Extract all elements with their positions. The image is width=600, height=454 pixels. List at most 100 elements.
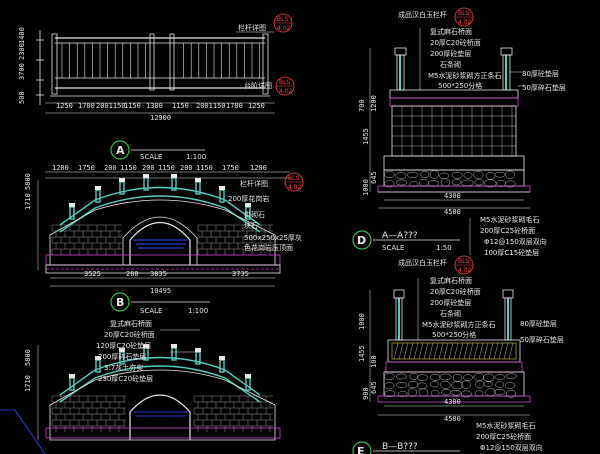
e-bottom-dim-1: 4300 <box>444 398 461 406</box>
hatch-line <box>428 342 434 360</box>
e-right-label-2: 200厚C25砼桥面 <box>476 432 531 441</box>
rubble-stone <box>483 373 495 382</box>
mid-bottom-dim-3: 3035 <box>150 270 167 278</box>
rubble-stone <box>474 179 485 186</box>
e-label-railing: 成品汉白玉栏杆 <box>398 258 447 267</box>
d-left-dim-3: 1455 <box>362 128 370 145</box>
railing-post <box>95 189 101 203</box>
e-left-dim-2: 1455 <box>358 345 366 362</box>
post-cap <box>95 186 101 190</box>
svg-text:1:50: 1:50 <box>436 244 452 252</box>
e-right-label-1: M5水泥砂浆砌毛石 <box>476 421 536 430</box>
hatch-line <box>468 342 474 360</box>
e-left-dim-4: 900 <box>362 387 370 400</box>
rubble-stone <box>429 170 439 179</box>
d-label-5: M5水泥砂浆砌方正条石 <box>428 71 502 80</box>
rubble-stone <box>417 374 428 381</box>
mid-top-dim-4: 1150 <box>120 164 137 172</box>
elevation-mid-brickwork <box>51 224 273 255</box>
rubble-stone <box>461 380 471 389</box>
svg-text:1:100: 1:100 <box>186 153 206 161</box>
rubble-stone <box>418 388 429 397</box>
d-label-3: 200厚砼垫层 <box>430 49 471 58</box>
rubble-stone <box>398 391 408 397</box>
e-label-1: 复式麻石桥面 <box>430 276 472 285</box>
rubble-stone <box>407 171 419 178</box>
rubble-stone <box>395 179 408 186</box>
mid-top-dim-5: 200 <box>142 164 155 172</box>
tag-d: BLS 4.02 <box>454 7 474 27</box>
rubble-stone <box>439 373 452 381</box>
d-label-4: 石条砌 <box>440 60 461 69</box>
rubble-stone <box>505 373 517 380</box>
d-label-2: 20厚C20砼桥面 <box>430 38 481 47</box>
rubble-stone <box>494 171 506 178</box>
svg-text:SCALE: SCALE <box>140 153 162 161</box>
railing-post <box>95 359 101 373</box>
rubble-stone <box>430 389 440 397</box>
svg-text:D: D <box>357 234 366 247</box>
post-cap <box>69 203 75 207</box>
e-label-3: 200厚砼垫层 <box>430 298 471 307</box>
hatch-line <box>473 342 479 360</box>
railing-post <box>69 377 75 391</box>
e-label-8: 50厚碎石垫层 <box>520 335 564 344</box>
svg-text:A—A???: A—A??? <box>382 231 418 241</box>
d-label-1: 复式麻石桥面 <box>430 27 472 36</box>
d-left-dim-4: 1000 <box>362 179 370 196</box>
post-cap <box>95 356 101 360</box>
top-bottom-dim-2: 1700 <box>78 102 95 110</box>
rubble-stone <box>440 178 451 187</box>
hatch-line <box>448 342 454 360</box>
mid-bottom-dim-1: 3525 <box>84 270 101 278</box>
top-left-dim-2: 2300 <box>18 43 26 60</box>
mid-top-dim-2: 1750 <box>78 164 95 172</box>
section-bubble-e: E B—B??? <box>352 441 460 454</box>
bot-label-4: 200厚碎石垫层 <box>98 352 146 361</box>
mid-top-dim-10: 1200 <box>250 164 267 172</box>
top-bottom-dim-8: 1700 <box>226 102 243 110</box>
hatch-line <box>403 342 409 360</box>
top-bottom-dim-6: 1150 <box>172 102 189 110</box>
section-bubble-a: A SCALE 1:100 <box>110 140 206 161</box>
rubble-stone <box>384 372 395 381</box>
mid-top-dim-1: 1200 <box>52 164 69 172</box>
svg-text:4.02: 4.02 <box>279 88 293 95</box>
post-cap <box>171 174 177 178</box>
rubble-stone <box>384 390 396 397</box>
elevation-top-balusters <box>61 43 260 78</box>
post-cap <box>119 348 125 352</box>
rubble-stone <box>409 181 419 187</box>
rubble-stone <box>417 382 428 390</box>
railing-post <box>245 377 251 391</box>
mid-top-dim-3: 200 <box>104 164 117 172</box>
post-cap <box>143 344 149 348</box>
rubble-stone <box>452 374 463 382</box>
rubble-stone <box>485 172 496 180</box>
post-cap <box>245 374 251 378</box>
d-right-label-2: 200厚C25砼桥面 <box>480 226 535 235</box>
tag-mid: BLS 4.02 <box>284 172 304 192</box>
hatch-line <box>423 342 429 360</box>
elevation-top <box>36 30 270 105</box>
top-bottom-dim-7: 2001150 <box>196 102 226 110</box>
hatch-line <box>498 342 504 360</box>
svg-text:SCALE: SCALE <box>140 307 162 315</box>
rubble-stone <box>505 390 517 398</box>
label-railing-detail: 栏杆详图 <box>238 23 266 32</box>
post-cap <box>219 186 225 190</box>
tag-step: BLS 4.02 <box>275 76 295 96</box>
e-bottom-dim-2: 4500 <box>444 415 461 423</box>
svg-text:4.02: 4.02 <box>458 19 472 26</box>
post-cap <box>195 348 201 352</box>
mid-top-dim-8: 1150 <box>196 164 213 172</box>
elevation-mid-posts <box>69 174 251 220</box>
svg-text:E: E <box>357 445 365 454</box>
e-label-4: 石条砌 <box>440 309 461 318</box>
bot-label-5: 3:7灰土夯实 <box>104 363 143 372</box>
post-cap <box>171 344 177 348</box>
e-left-dim-5: 645 <box>370 381 378 394</box>
rubble-stone <box>384 170 395 179</box>
hatch-line <box>408 342 414 360</box>
